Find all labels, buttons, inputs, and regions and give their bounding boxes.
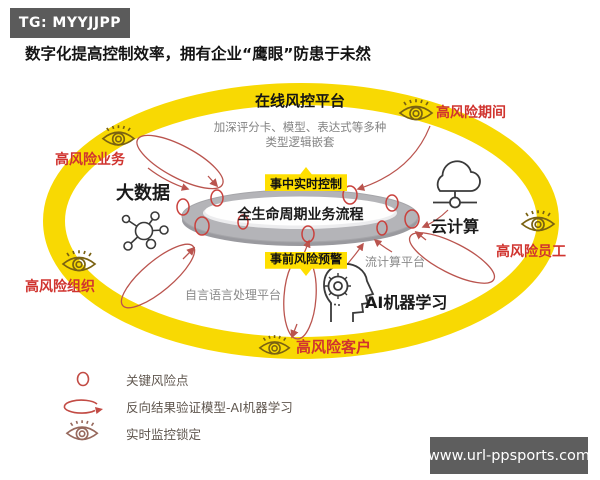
legend-row-monitoring: 实时监控锁定 <box>54 420 293 446</box>
risk-staff-label: 高风险员工 <box>496 244 566 260</box>
ai-label: AI机器学习 <box>365 293 448 312</box>
risk-point-icon <box>54 370 112 388</box>
legend-label: 关键风险点 <box>126 372 189 388</box>
legend-label: 实时监控锁定 <box>126 426 202 442</box>
watermark-badge: www.url-ppsports.com <box>428 437 590 474</box>
cloud-computing-icon <box>433 160 481 209</box>
legend: 关键风险点 反向结果验证模型-AI机器学习 实时监控锁定 <box>54 368 293 444</box>
scorecard-note-line1: 加深评分卡、模型、表达式等多种 <box>213 120 387 134</box>
page-title: 数字化提高控制效率，拥有企业“鹰眼”防患于未然 <box>25 45 371 63</box>
risk-period-label: 高风险期间 <box>436 105 506 121</box>
risk-organization-label: 高风险组织 <box>25 279 95 295</box>
risk-customer-label: 高风险客户 <box>296 338 372 356</box>
big-data-icon <box>121 211 169 251</box>
legend-row-reverse-loop: 反向结果验证模型-AI机器学习 <box>54 395 293 417</box>
risk-point-markers <box>176 185 420 243</box>
stream-platform-label: 流计算平台 <box>365 255 426 269</box>
lifecycle-label: 全生命周期业务流程 <box>237 207 364 223</box>
cloud-label: 云计算 <box>431 217 480 236</box>
reverse-loop-icon <box>54 396 112 416</box>
pre-warning-banner: 事前风险预警 <box>265 252 347 276</box>
nlp-platform-label: 自言语言处理平台 <box>185 288 282 302</box>
eye-icon <box>54 420 112 446</box>
ai-head-icon <box>323 263 375 322</box>
legend-label: 反向结果验证模型-AI机器学习 <box>126 399 293 415</box>
online-platform-label: 在线风控平台 <box>254 92 345 110</box>
scorecard-note-line2: 类型逻辑嵌套 <box>265 135 335 149</box>
legend-row-risk-point: 关键风险点 <box>54 368 293 390</box>
bigdata-label: 大数据 <box>116 183 170 204</box>
risk-business-label: 高风险业务 <box>55 152 125 168</box>
tg-badge: TG: MYYJJPP <box>10 8 130 38</box>
